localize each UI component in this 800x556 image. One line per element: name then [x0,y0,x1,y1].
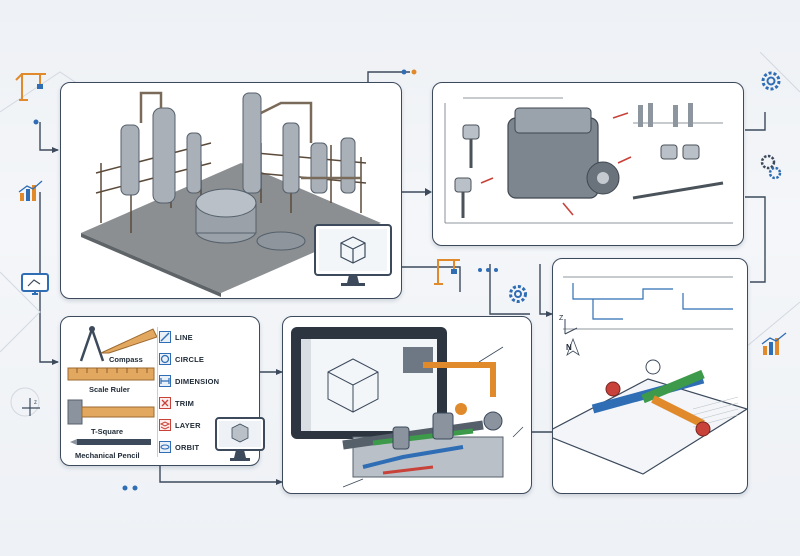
mini-monitor-icon [314,224,392,286]
gear-icon [760,154,782,180]
command-layer[interactable]: LAYER [175,421,201,430]
connector-line [539,264,552,315]
isometric-piping-illustration [553,276,747,475]
bar-chart-icon [18,180,43,201]
engine-exploded-panel [432,82,744,246]
command-line[interactable]: LINE [175,333,193,342]
crane-icon [434,259,460,285]
trim-icon[interactable] [159,397,171,409]
cad-piping-illustration [291,327,524,488]
cad-piping-panel [282,316,532,494]
connector-line [159,460,282,483]
engine-exploded-illustration [444,97,733,224]
diagram-frame: z [0,52,800,504]
svg-text:z: z [34,400,37,406]
compass-rose-north: N [566,343,572,352]
mechanical-pencil-icon [70,439,151,445]
axis-label-z: Z [559,315,564,322]
connector-line [489,264,530,315]
monitor-icon [21,273,49,295]
gear-icon [761,71,781,91]
arrowhead [52,359,59,365]
connector-line [39,122,58,151]
gear-icon [509,285,527,303]
connector-line [745,112,766,131]
crane-icon [15,73,46,101]
arrowhead [276,369,283,375]
plant-model-panel [60,82,402,299]
compass-label: Compass [109,355,143,364]
arrowhead [276,479,283,485]
compass-icon [79,326,105,362]
scale-ruler-icon [67,367,155,381]
connector-layer [0,52,800,491]
arrowhead [425,188,432,196]
connector-line [400,266,461,292]
protractor-icon [100,328,158,354]
plant-model-illustration [81,91,381,297]
command-dimension[interactable]: DIMENSION [175,377,220,386]
connector-line [745,196,766,283]
arrowhead [546,311,553,317]
command-orbit[interactable]: ORBIT [175,443,200,452]
scale-ruler-label: Scale Ruler [89,385,130,394]
isometric-piping-panel: N Z [552,258,748,494]
layer-icon[interactable] [159,419,171,431]
dimension-icon[interactable] [159,375,171,387]
circle-icon[interactable] [159,353,171,365]
command-divider [157,327,158,457]
mechanical-pencil-label: Mechanical Pencil [75,451,140,460]
command-circle[interactable]: CIRCLE [175,355,205,364]
workstation-monitor-icon [215,417,265,461]
arrowhead [52,147,59,153]
t-square-icon [67,399,155,425]
bar-chart-icon [761,332,787,355]
command-trim[interactable]: TRIM [175,399,195,408]
t-square-label: T-Square [91,427,124,436]
line-icon[interactable] [159,331,171,343]
orbit-icon[interactable] [159,441,171,453]
axis-icon: z [22,398,40,416]
